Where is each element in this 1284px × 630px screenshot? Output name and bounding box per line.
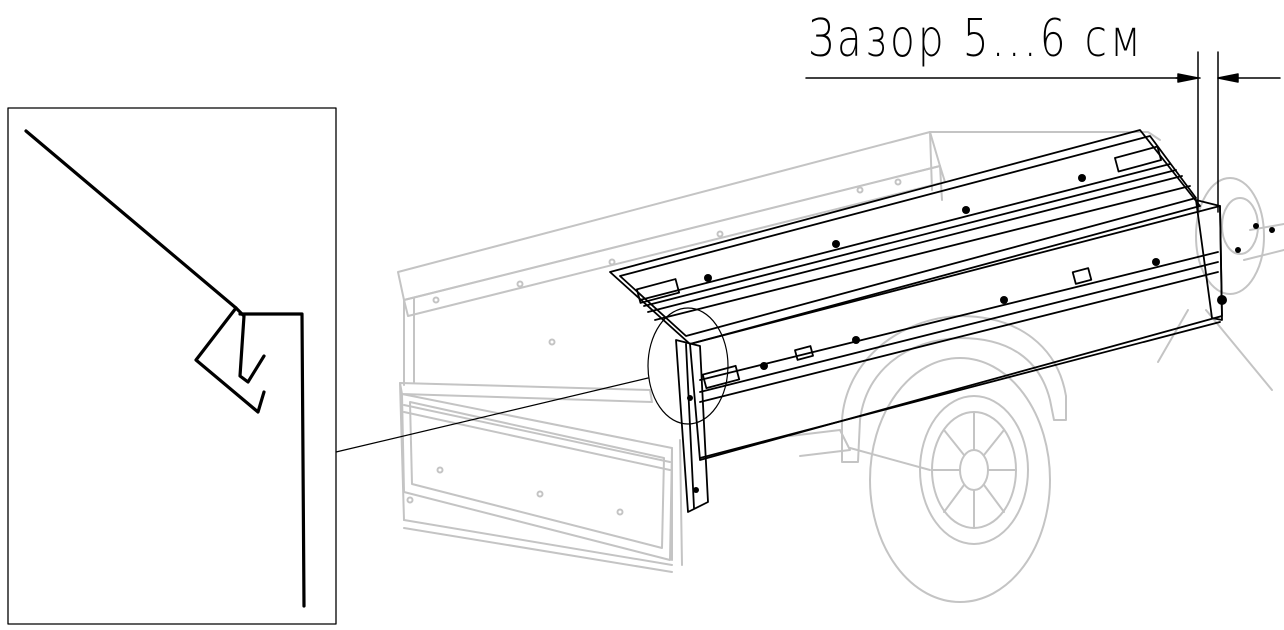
- callout-ellipse: [647, 307, 729, 425]
- detail-frame: [7, 107, 337, 625]
- leader-line: [335, 377, 649, 453]
- wheel-spokes: [931, 411, 1017, 529]
- gap-label: Зазор 5...6 см: [808, 9, 1144, 69]
- raised-side-board: [609, 129, 1223, 513]
- hook-profile-detail-icon: [24, 129, 306, 608]
- detail-inset: [7, 107, 649, 625]
- bolts: [687, 174, 1275, 493]
- arrow-right-icon: [1177, 73, 1199, 83]
- ghost-trailer-body: [397, 131, 1284, 603]
- arrow-left-icon: [1217, 73, 1239, 83]
- gap-dimension: [805, 51, 1281, 213]
